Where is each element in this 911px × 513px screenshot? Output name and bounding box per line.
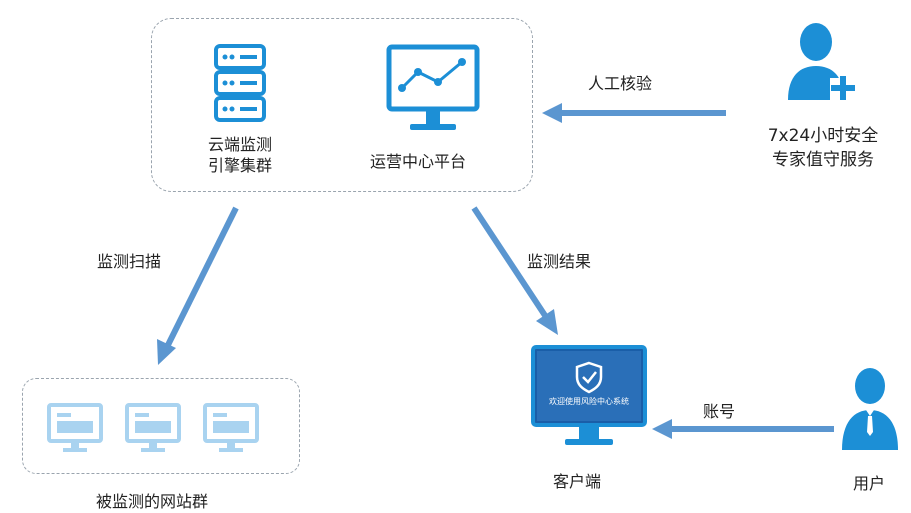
ops-center-label: 运营中心平台	[370, 152, 467, 171]
engine-cluster-label: 云端监测 引擎集群	[190, 134, 290, 176]
engine-label-line2: 引擎集群	[207, 156, 272, 175]
expert-line1: 7x24小时安全	[767, 126, 879, 146]
user-label: 用户	[853, 474, 886, 493]
websites-label: 被监测的网站群	[96, 492, 209, 511]
result-arrow	[471, 206, 558, 335]
client-monitor-icon	[531, 345, 647, 445]
expert-line2: 专家值守服务	[772, 150, 874, 170]
client-label: 客户端	[553, 472, 602, 491]
user-icon	[842, 368, 898, 450]
server-rack-icon	[214, 44, 266, 122]
expert-service-label: 7x24小时安全 专家值守服务	[748, 124, 898, 172]
account-label: 账号	[703, 402, 736, 421]
website-monitor-icon	[203, 403, 259, 452]
scan-label: 监测扫描	[97, 252, 162, 271]
expert-person-plus-icon	[788, 23, 858, 104]
website-monitor-icon	[125, 403, 181, 452]
websites-box	[22, 378, 300, 474]
website-monitor-icon	[47, 403, 103, 452]
engine-label-line1: 云端监测	[207, 135, 272, 154]
cloud-cluster-box	[151, 18, 533, 192]
manual-verify-label: 人工核验	[588, 74, 653, 93]
monitor-chart-icon	[386, 44, 480, 130]
result-label: 监测结果	[527, 252, 592, 271]
client-screen-text: 欢迎使用风险中心系统	[549, 397, 629, 406]
scan-arrow	[157, 206, 239, 365]
account-arrow	[652, 419, 834, 439]
manual-verify-arrow	[542, 103, 726, 123]
